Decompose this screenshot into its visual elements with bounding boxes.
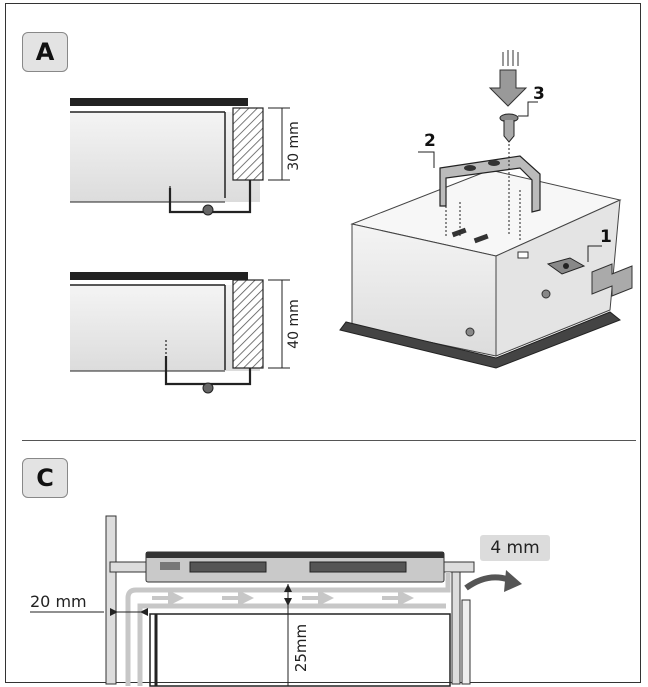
right-cabinet-wall [451,571,461,685]
callout-1: 1 [600,227,612,247]
panel-a-badge: A [22,32,68,72]
ventilation-section: 20 mm 25mm [30,515,522,687]
dim-30mm: 30 mm [286,121,302,171]
dim-20mm: 20 mm [30,592,87,611]
glass-top-30 [70,98,248,106]
dim-4mm: 4 mm [480,535,550,561]
dim-40mm: 40 mm [286,299,302,349]
panel-divider [22,440,636,441]
screw [499,113,519,143]
callout-3: 3 [533,84,545,104]
hob-body-top [70,112,260,202]
worktop-30mm [232,107,264,181]
dim-25mm: 25mm [292,624,310,672]
worktop-40mm [232,279,264,369]
airflow-path [125,572,451,686]
left-cabinet-wall [105,515,117,685]
fixing-clip [439,155,541,213]
callout-2: 2 [424,131,436,151]
exit-arrow [464,574,512,591]
hob-3d-view: 2 3 1 [339,50,633,369]
section-30mm: 30 mm [70,98,302,216]
down-arrow [488,50,528,107]
side-arrow [591,263,633,297]
panel-c-badge: C [22,458,68,498]
section-40mm: 40 mm [70,272,302,394]
glass-top-40 [70,272,248,280]
